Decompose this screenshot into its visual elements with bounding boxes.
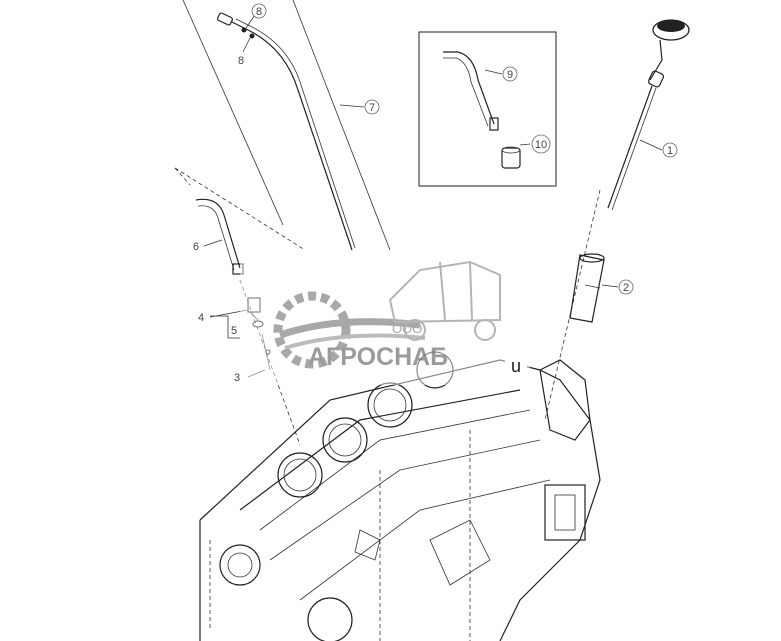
engine-block	[199, 351, 601, 641]
inset-box	[418, 31, 557, 187]
callout-10: 10	[531, 134, 551, 154]
bent-tube-part	[195, 198, 244, 275]
callout-8-bottom: 8	[238, 55, 244, 67]
callout-6: 6	[193, 241, 199, 253]
svg-text:6: 6	[193, 241, 199, 253]
svg-text:ООО: ООО	[392, 321, 422, 336]
dipstick-part	[607, 19, 690, 211]
guide-sleeve-part	[569, 253, 605, 323]
callout-3: 3	[234, 372, 240, 384]
svg-text:8: 8	[238, 55, 244, 67]
callout-2: 2	[618, 279, 634, 295]
callout-8-top: 8	[251, 3, 267, 19]
watermark-logo: ООО АГРОСНАБ	[240, 255, 530, 385]
svg-text:3: 3	[234, 372, 240, 384]
svg-text:5: 5	[231, 325, 237, 337]
leader-lines	[203, 11, 663, 378]
svg-text:9: 9	[507, 69, 513, 81]
callout-9: 9	[502, 66, 518, 82]
callout-4: 4	[198, 312, 204, 324]
dipstick-tube-part	[217, 12, 356, 251]
svg-text:7: 7	[369, 102, 375, 114]
svg-text:8: 8	[256, 6, 262, 18]
fitting-parts	[210, 297, 271, 371]
callout-1: 1	[662, 142, 678, 158]
svg-text:4: 4	[198, 312, 204, 324]
svg-text:10: 10	[535, 139, 547, 151]
callout-5: 5	[231, 325, 237, 337]
callout-7: 7	[364, 99, 380, 115]
watermark-tail-letter: u	[511, 356, 521, 376]
svg-text:АГРОСНАБ: АГРОСНАБ	[308, 343, 448, 371]
svg-text:1: 1	[667, 145, 673, 157]
guide-lines	[174, 0, 601, 446]
svg-text:2: 2	[623, 282, 629, 294]
harvester-icon	[388, 260, 501, 341]
